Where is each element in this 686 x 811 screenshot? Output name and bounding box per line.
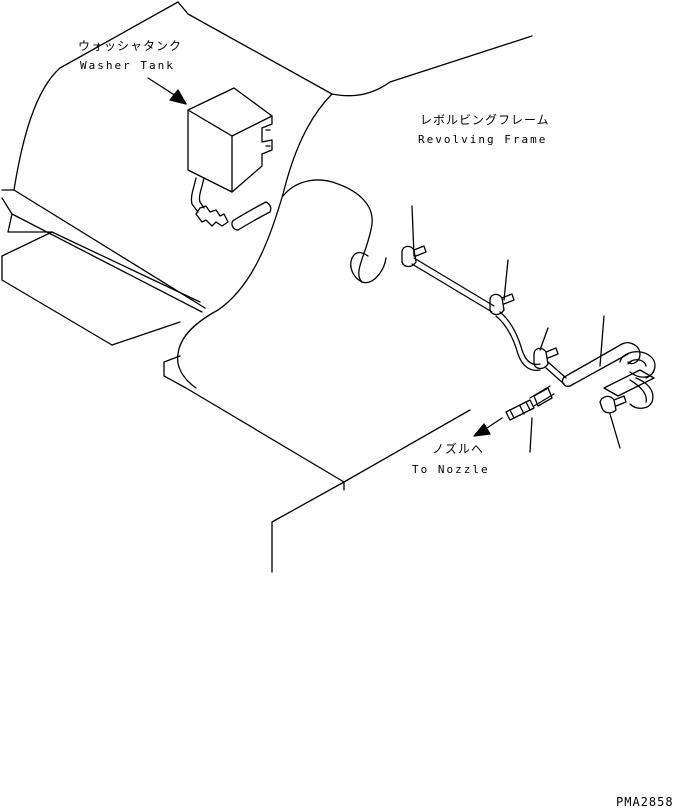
revolving-frame-label-en: Revolving Frame <box>418 133 548 146</box>
cab-outline <box>13 1 533 311</box>
revolving-frame-outline <box>163 309 471 573</box>
washer-tank-label-en: Washer Tank <box>80 59 175 72</box>
to-nozzle-label-en: To Nozzle <box>412 463 490 476</box>
washer-tank-label-jp: ウォッシャタンク <box>78 39 183 53</box>
clamp-2 <box>489 259 515 316</box>
washer-hose-run <box>411 257 567 385</box>
nozzle-fitting <box>505 385 555 453</box>
tank-outlet-hose <box>190 177 272 231</box>
leader-arrows <box>147 77 503 437</box>
check-valve-pipe <box>561 315 656 449</box>
clamp-1 <box>401 205 427 268</box>
revolving-frame-label-jp: レボルビングフレーム <box>420 113 550 127</box>
frame-contour <box>282 179 387 284</box>
counterweight-outline <box>1 189 206 346</box>
arrow-head-nozzle <box>473 423 491 437</box>
washer-tank <box>187 87 273 193</box>
arrow-head-tank <box>169 89 187 105</box>
drawing-code: PMA2858 <box>616 795 674 809</box>
clamp-3 <box>533 327 559 370</box>
to-nozzle-label-jp: ノズルへ <box>432 442 485 456</box>
